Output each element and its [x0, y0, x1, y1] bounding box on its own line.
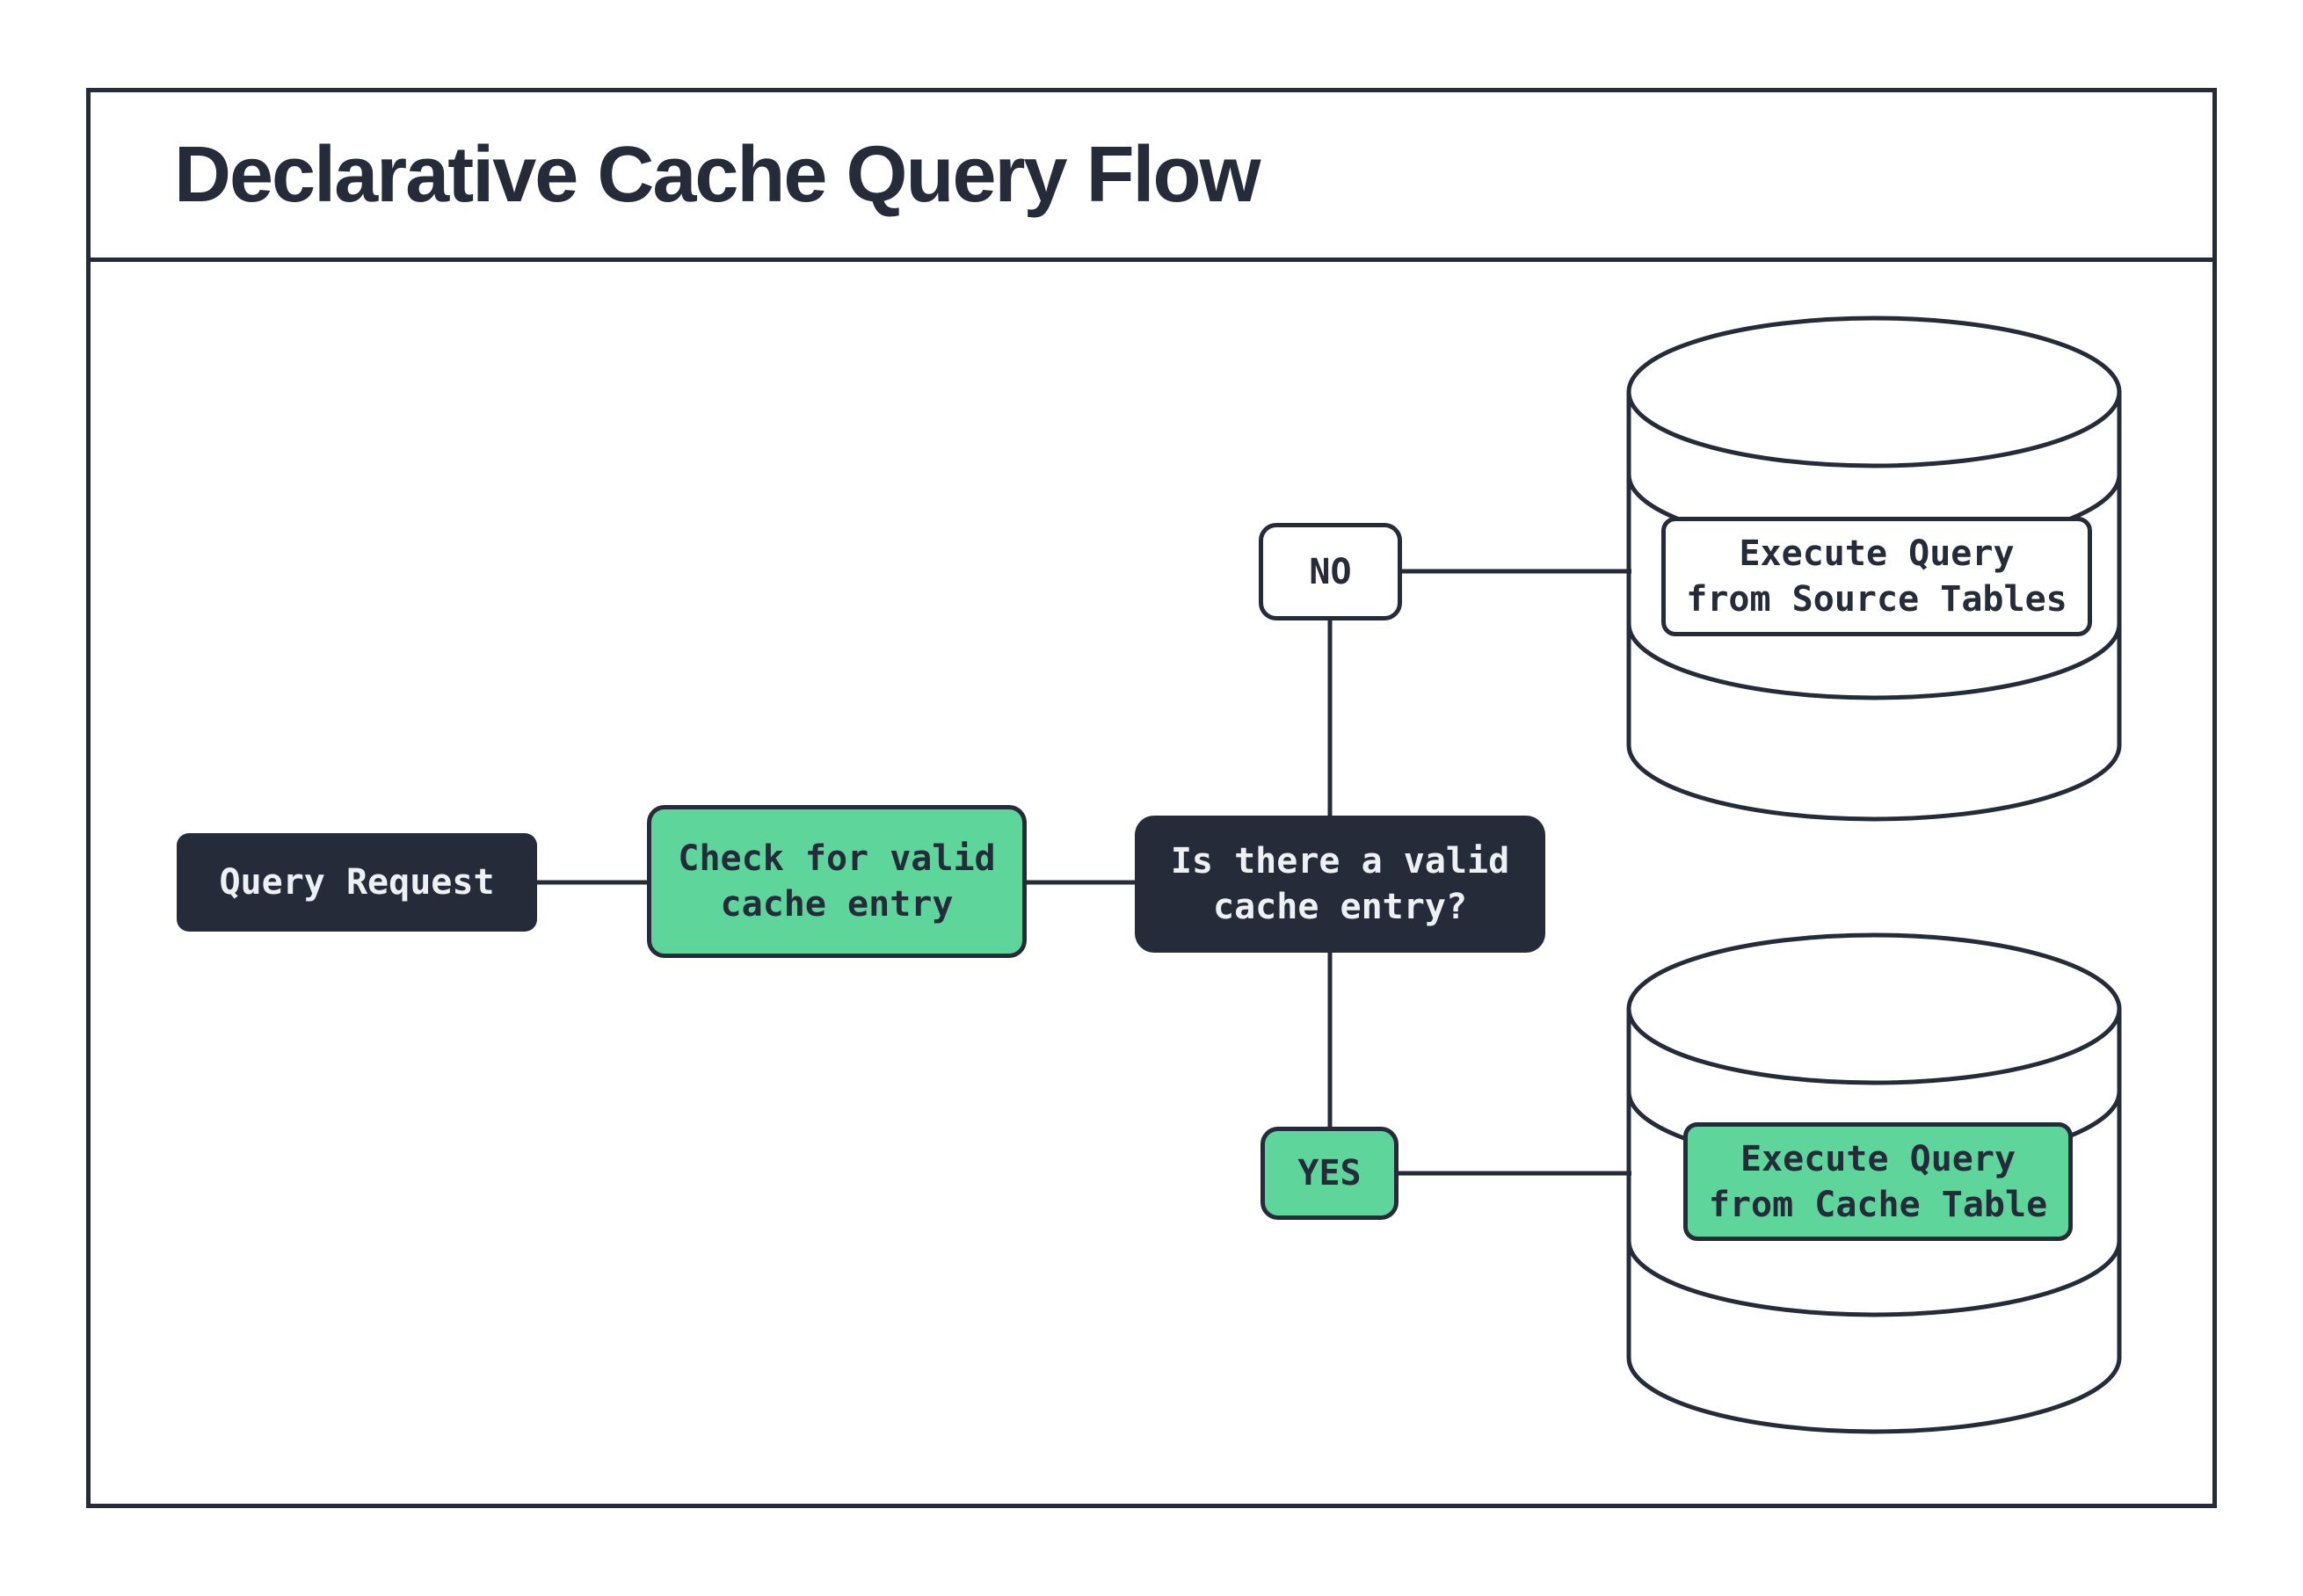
cylinder-top-ellipse: [1626, 932, 2122, 1085]
node-cache-action-label-line1: Execute Query: [1740, 1138, 2016, 1179]
node-source-action-label-line2: from Source Tables: [1686, 579, 2067, 620]
cylinder-disc-arc: [1626, 623, 2122, 700]
cylinder-disc-arc: [1626, 1240, 2122, 1317]
diagram-title: Declarative Cache Query Flow: [174, 131, 1261, 219]
node-check-cache: Check for valid cache entry: [647, 805, 1027, 958]
node-branch-yes: YES: [1260, 1127, 1399, 1220]
node-query-request-label: Query Request: [219, 862, 495, 903]
flow-connectors: [534, 569, 1631, 1176]
node-execute-query-cache-table: Execute Query from Cache Table: [1683, 1122, 2073, 1241]
node-branch-no: NO: [1259, 523, 1402, 620]
node-execute-query-source-tables: Execute Query from Source Tables: [1661, 517, 2092, 636]
source-db-cylinder-icon: [1626, 316, 2122, 822]
node-decision-label-line2: cache entry?: [1213, 887, 1467, 927]
node-check-cache-label-line2: cache entry: [720, 884, 954, 925]
title-bar: Declarative Cache Query Flow: [91, 92, 2212, 262]
node-decision-valid-cache: Is there a valid cache entry?: [1135, 816, 1545, 953]
cylinder-bottom-arc: [1626, 1357, 2122, 1434]
node-cache-action-label-line2: from Cache Table: [1708, 1184, 2048, 1225]
cache-db-cylinder-icon: [1626, 932, 2122, 1434]
cylinder-top-ellipse: [1626, 316, 2122, 468]
node-source-action-label-line1: Execute Query: [1739, 533, 2015, 574]
cylinder-bottom-arc: [1626, 744, 2122, 822]
diagram-frame: Declarative Cache Query Flow: [86, 88, 2217, 1508]
node-branch-no-label: NO: [1309, 551, 1352, 592]
node-branch-yes-label: YES: [1297, 1153, 1362, 1193]
node-query-request: Query Request: [177, 833, 537, 932]
node-decision-label-line1: Is there a valid: [1170, 841, 1510, 881]
node-check-cache-label-line1: Check for valid: [678, 838, 996, 879]
